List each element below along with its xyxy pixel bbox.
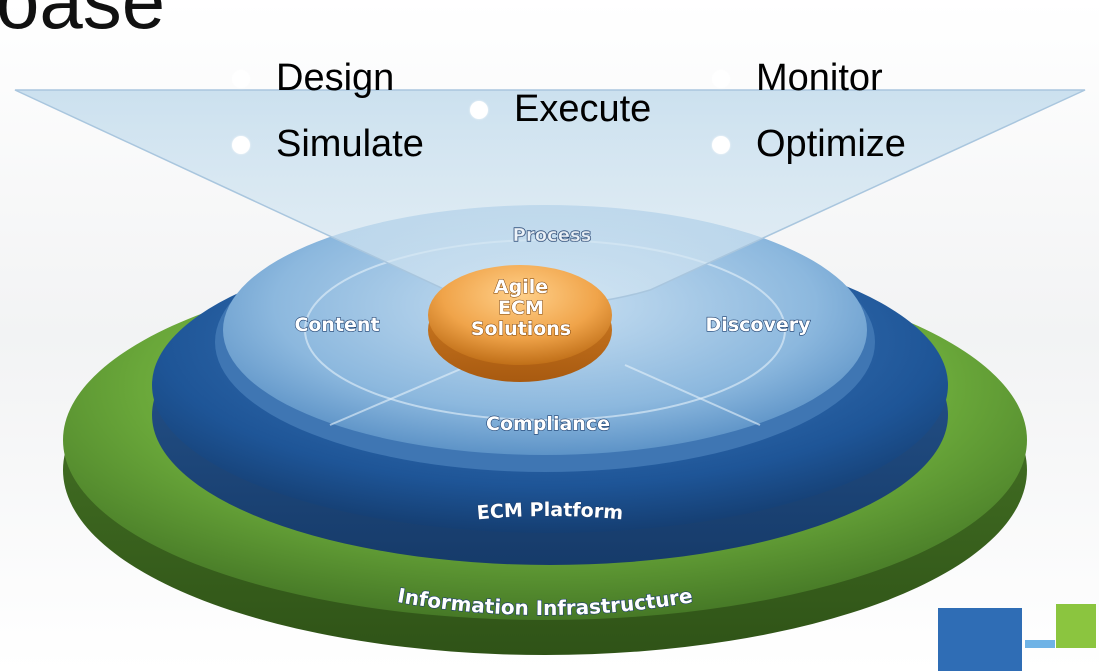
- bullet-optimize: Optimize: [712, 123, 906, 166]
- logo-fragment: [938, 604, 1096, 671]
- bullet-dot-icon: [712, 69, 730, 88]
- agile-ecm-core: [428, 265, 612, 382]
- bullet-execute: Execute: [470, 88, 651, 131]
- bullet-dot-icon: [232, 69, 250, 88]
- bullet-simulate: Simulate: [232, 123, 424, 166]
- bullet-design: Design: [232, 57, 394, 100]
- bullet-label: Execute: [514, 88, 652, 130]
- bullet-label: Monitor: [756, 57, 883, 99]
- bullet-label: Simulate: [276, 123, 424, 165]
- bullet-dot-icon: [712, 135, 730, 154]
- bullet-label: Design: [276, 57, 395, 99]
- core-label-line-3: Solutions: [471, 318, 571, 340]
- bullet-monitor: Monitor: [712, 57, 883, 100]
- segment-label-compliance: Compliance: [486, 413, 610, 435]
- segment-label-process: Process: [513, 225, 592, 246]
- bullet-dot-icon: [470, 100, 488, 119]
- bullet-label: Optimize: [756, 123, 906, 165]
- ecm-platform-label: ECM Platform: [476, 499, 624, 524]
- title-fragment: oase: [0, 0, 165, 45]
- core-label-line-1: Agile: [494, 276, 548, 298]
- bullet-dot-icon: [232, 135, 250, 154]
- segment-label-discovery: Discovery: [706, 314, 812, 336]
- core-label-line-2: ECM: [498, 297, 544, 319]
- segment-label-content: Content: [294, 314, 379, 336]
